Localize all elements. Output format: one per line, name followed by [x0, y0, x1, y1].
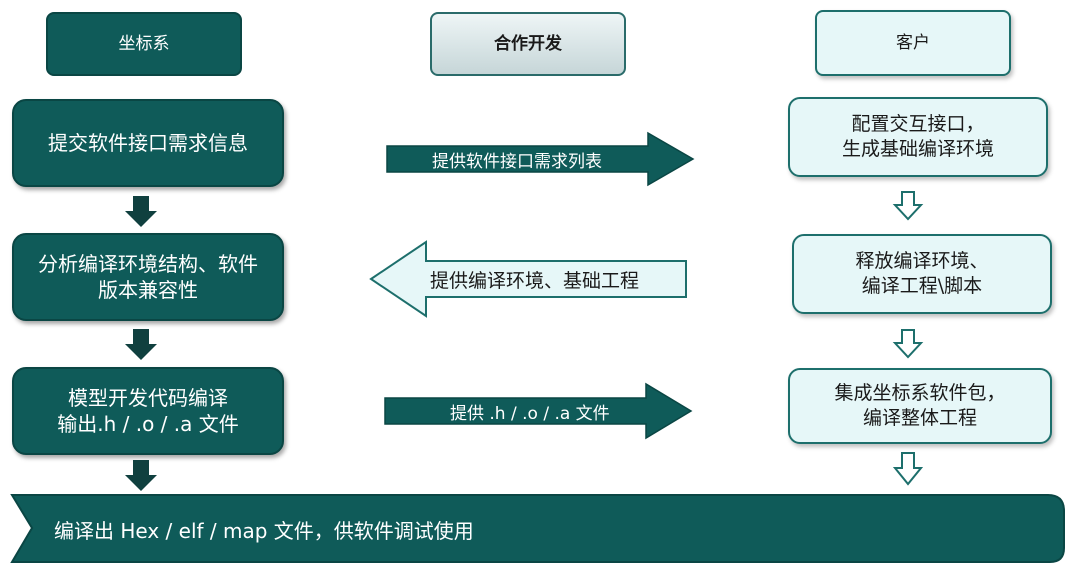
- down-arrow-left-3: [124, 460, 158, 492]
- header-cooperative-development: 合作开发: [430, 12, 626, 76]
- header-customer: 客户: [815, 10, 1011, 76]
- arrow-label: 提供软件接口需求列表: [432, 151, 602, 172]
- right-step-1: 配置交互接口， 生成基础编译环境: [788, 97, 1048, 177]
- bottom-banner: 编译出 Hex / elf / map 文件，供软件调试使用: [10, 492, 1068, 566]
- arrow-label: 提供编译环境、基础工程: [430, 269, 640, 292]
- left-step-3: 模型开发代码编译 输出.h / .o / .a 文件: [12, 367, 284, 455]
- right-step-3: 集成坐标系软件包， 编译整体工程: [788, 368, 1052, 444]
- arrow-build-environment: 提供编译环境、基础工程: [369, 240, 688, 318]
- bottom-banner-text: 编译出 Hex / elf / map 文件，供软件调试使用: [54, 518, 474, 543]
- down-arrow-left-2: [124, 329, 158, 361]
- right-step-2: 释放编译环境、 编译工程\脚本: [792, 234, 1052, 314]
- arrow-provide-hoa-files: 提供 .h / .o / .a 文件: [384, 382, 693, 440]
- header-coordinate-system: 坐标系: [46, 12, 242, 76]
- down-arrow-right-3: [892, 452, 924, 486]
- down-arrow-right-2: [892, 329, 924, 359]
- left-step-1: 提交软件接口需求信息: [12, 99, 284, 187]
- left-step-2: 分析编译环境结构、软件 版本兼容性: [12, 233, 284, 321]
- down-arrow-right-1: [892, 191, 924, 221]
- arrow-label: 提供 .h / .o / .a 文件: [450, 403, 610, 424]
- down-arrow-left-1: [124, 196, 158, 228]
- arrow-interface-request-list: 提供软件接口需求列表: [386, 131, 695, 187]
